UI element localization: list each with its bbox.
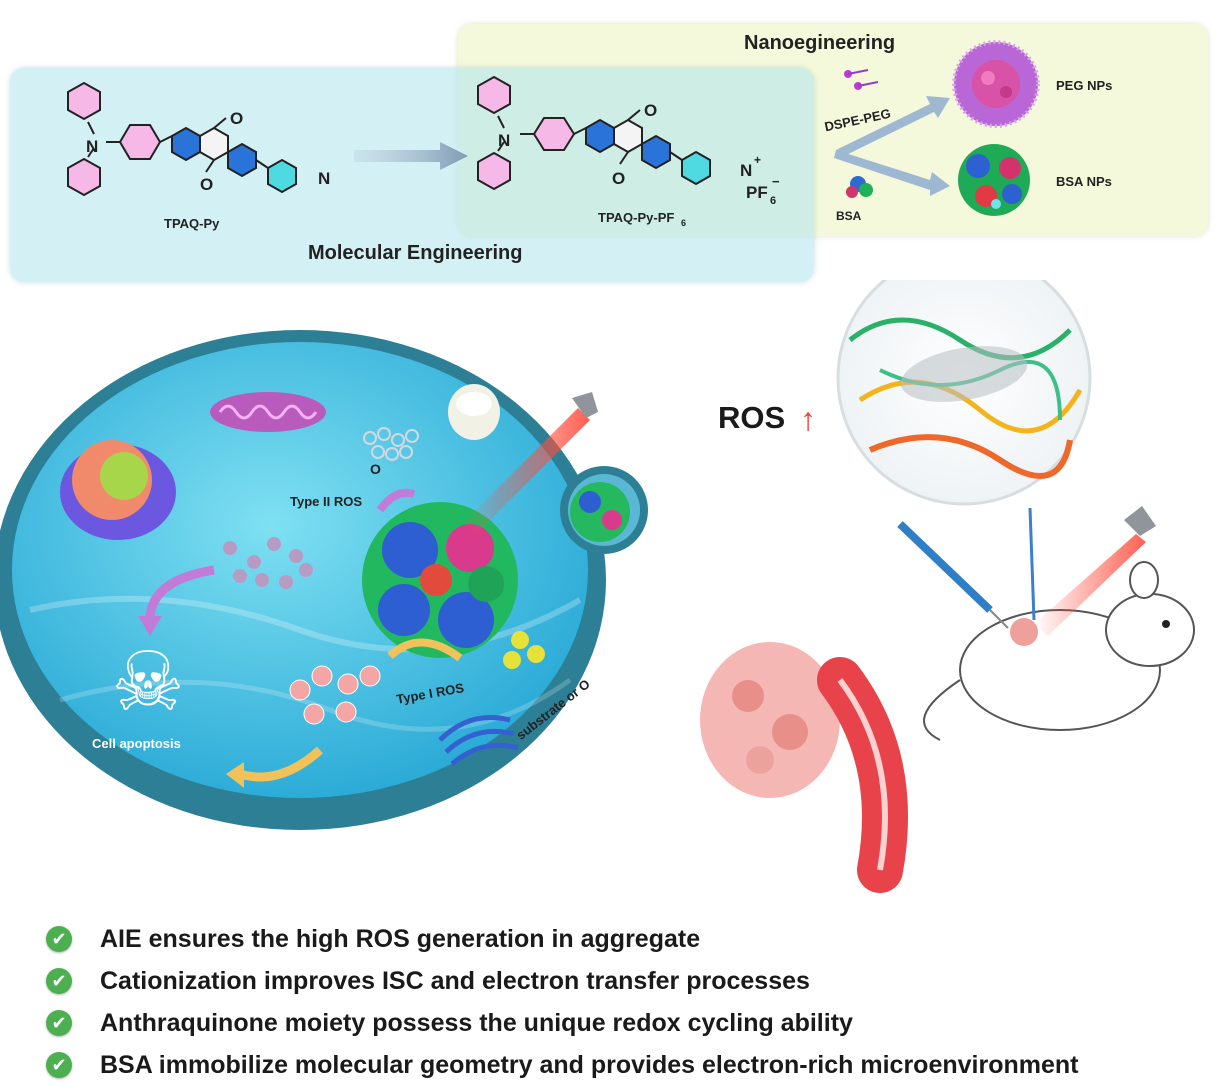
check-icon: ✔: [46, 1052, 72, 1078]
type-i-cycle-arrow-icon: [238, 746, 324, 782]
zoom-pointer-arrow-icon: [1028, 507, 1036, 621]
tpaq-py-o-top: O: [230, 109, 243, 128]
tpaq-py-pf6-label: TPAQ-Py-PF: [598, 210, 674, 225]
redox-arrow-icon: [387, 638, 463, 662]
bsa-label: BSA: [836, 209, 862, 223]
mouse-laser-beam-icon: [1034, 534, 1146, 636]
mouse-laser-probe-icon: [1124, 506, 1156, 536]
singlet-oxygen-label: O: [370, 461, 381, 477]
check-icon: ✔: [46, 968, 72, 994]
type-ii-arrow-icon: [376, 488, 416, 513]
bsa-protein-icon: [846, 176, 873, 198]
tpaq-py-pf6-structure: [477, 75, 711, 191]
key-point-text: AIE ensures the high ROS generation in a…: [100, 924, 701, 953]
key-point-text: BSA immobilize molecular geometry and pr…: [100, 1050, 1079, 1079]
laser-beam-icon: [462, 408, 590, 536]
bsa-nanoparticle-aggregate-icon: [362, 502, 518, 658]
check-icon: ✔: [46, 926, 72, 952]
key-point-text: Anthraquinone moiety possess the unique …: [100, 1008, 853, 1037]
cell-apoptosis-label: Cell apoptosis: [92, 736, 181, 751]
key-point: ✔ Cationization improves ISC and electro…: [46, 960, 1078, 1002]
molecule-structures: N O O N TPAQ-Py N O O N + PF 6 − TPAQ-Py…: [67, 40, 1112, 231]
counter-ion-subscript: 6: [770, 195, 776, 207]
check-icon: ✔: [46, 1010, 72, 1036]
tpaq-py-label: TPAQ-Py: [164, 216, 220, 231]
tpaq-py-pf6-n-atom: N: [498, 131, 510, 150]
bsa-nps-label: BSA NPs: [1056, 174, 1112, 189]
key-point: ✔ Anthraquinone moiety possess the uniqu…: [46, 1002, 1078, 1044]
type-ii-ros-label: Type II ROS: [290, 494, 362, 509]
counter-ion-charge: −: [772, 174, 780, 189]
cation-charge: +: [754, 153, 761, 167]
laser-probe-icon: [572, 392, 598, 418]
tpaq-py-pf6-label-subscript: 6: [681, 218, 686, 228]
lysosome-icon: [448, 384, 500, 440]
bsa-route-arrow-icon: [834, 150, 950, 196]
peg-nps-label: PEG NPs: [1056, 78, 1112, 93]
protein-zoom-view: [836, 280, 1092, 506]
nucleus-icon: [60, 440, 176, 540]
peg-nanoparticle-icon: [952, 40, 1040, 128]
pocket-nanoparticle-icon: [570, 482, 630, 542]
superoxide-cluster-icon: [223, 537, 313, 589]
key-points-list: ✔ AIE ensures the high ROS generation in…: [46, 918, 1078, 1086]
singlet-oxygen-icon: [363, 427, 419, 461]
nanoengineering-title: Nanoegineering: [744, 32, 896, 54]
key-point: ✔ AIE ensures the high ROS generation in…: [46, 918, 1078, 960]
ros-label: ROS: [718, 400, 785, 435]
dspe-peg-molecules-icon: [844, 69, 879, 90]
molecular-engineering-title: Molecular Engineering: [308, 242, 523, 264]
substrate-cluster-icon: [503, 631, 545, 669]
mitochondrion-icon: [210, 392, 326, 432]
tpaq-py-pf6-pyridinium-n: N: [740, 161, 752, 180]
tpaq-py-o-bottom: O: [200, 175, 213, 194]
syringe-icon: [897, 521, 1009, 629]
tpaq-py-pf6-o-top: O: [644, 101, 657, 120]
tpaq-py-pyridine-n: N: [318, 169, 330, 188]
key-point: ✔ BSA immobilize molecular geometry and …: [46, 1044, 1078, 1086]
tpaq-py-n-atom: N: [86, 137, 98, 156]
ros-increase-arrow-icon: ↑: [800, 401, 816, 437]
mechanism-illustration: O Type II ROS Type I ROS substrate or O …: [0, 280, 1195, 893]
golgi-icon: [438, 715, 519, 766]
apoptosis-arrow-icon: [145, 565, 215, 621]
molecular-engineering-panel: [10, 68, 814, 282]
cancer-cell: [0, 330, 648, 830]
hydroxyl-radical-cluster-icon: [289, 665, 381, 725]
blood-vessel-icon: [817, 657, 908, 893]
mouse-icon: [923, 561, 1195, 741]
tumor-tissue-icon: [700, 642, 840, 798]
skull-icon: ☠: [111, 637, 185, 728]
tpaq-py-structure: [67, 81, 297, 197]
bsa-nanoparticle-icon: [958, 144, 1030, 216]
counter-ion-label: PF: [746, 183, 768, 202]
tpaq-py-pf6-o-bottom: O: [612, 169, 625, 188]
peg-route-arrow-icon: [836, 96, 950, 158]
key-point-text: Cationization improves ISC and electron …: [100, 966, 810, 995]
molecular-engineering-arrow-icon: [354, 142, 468, 170]
